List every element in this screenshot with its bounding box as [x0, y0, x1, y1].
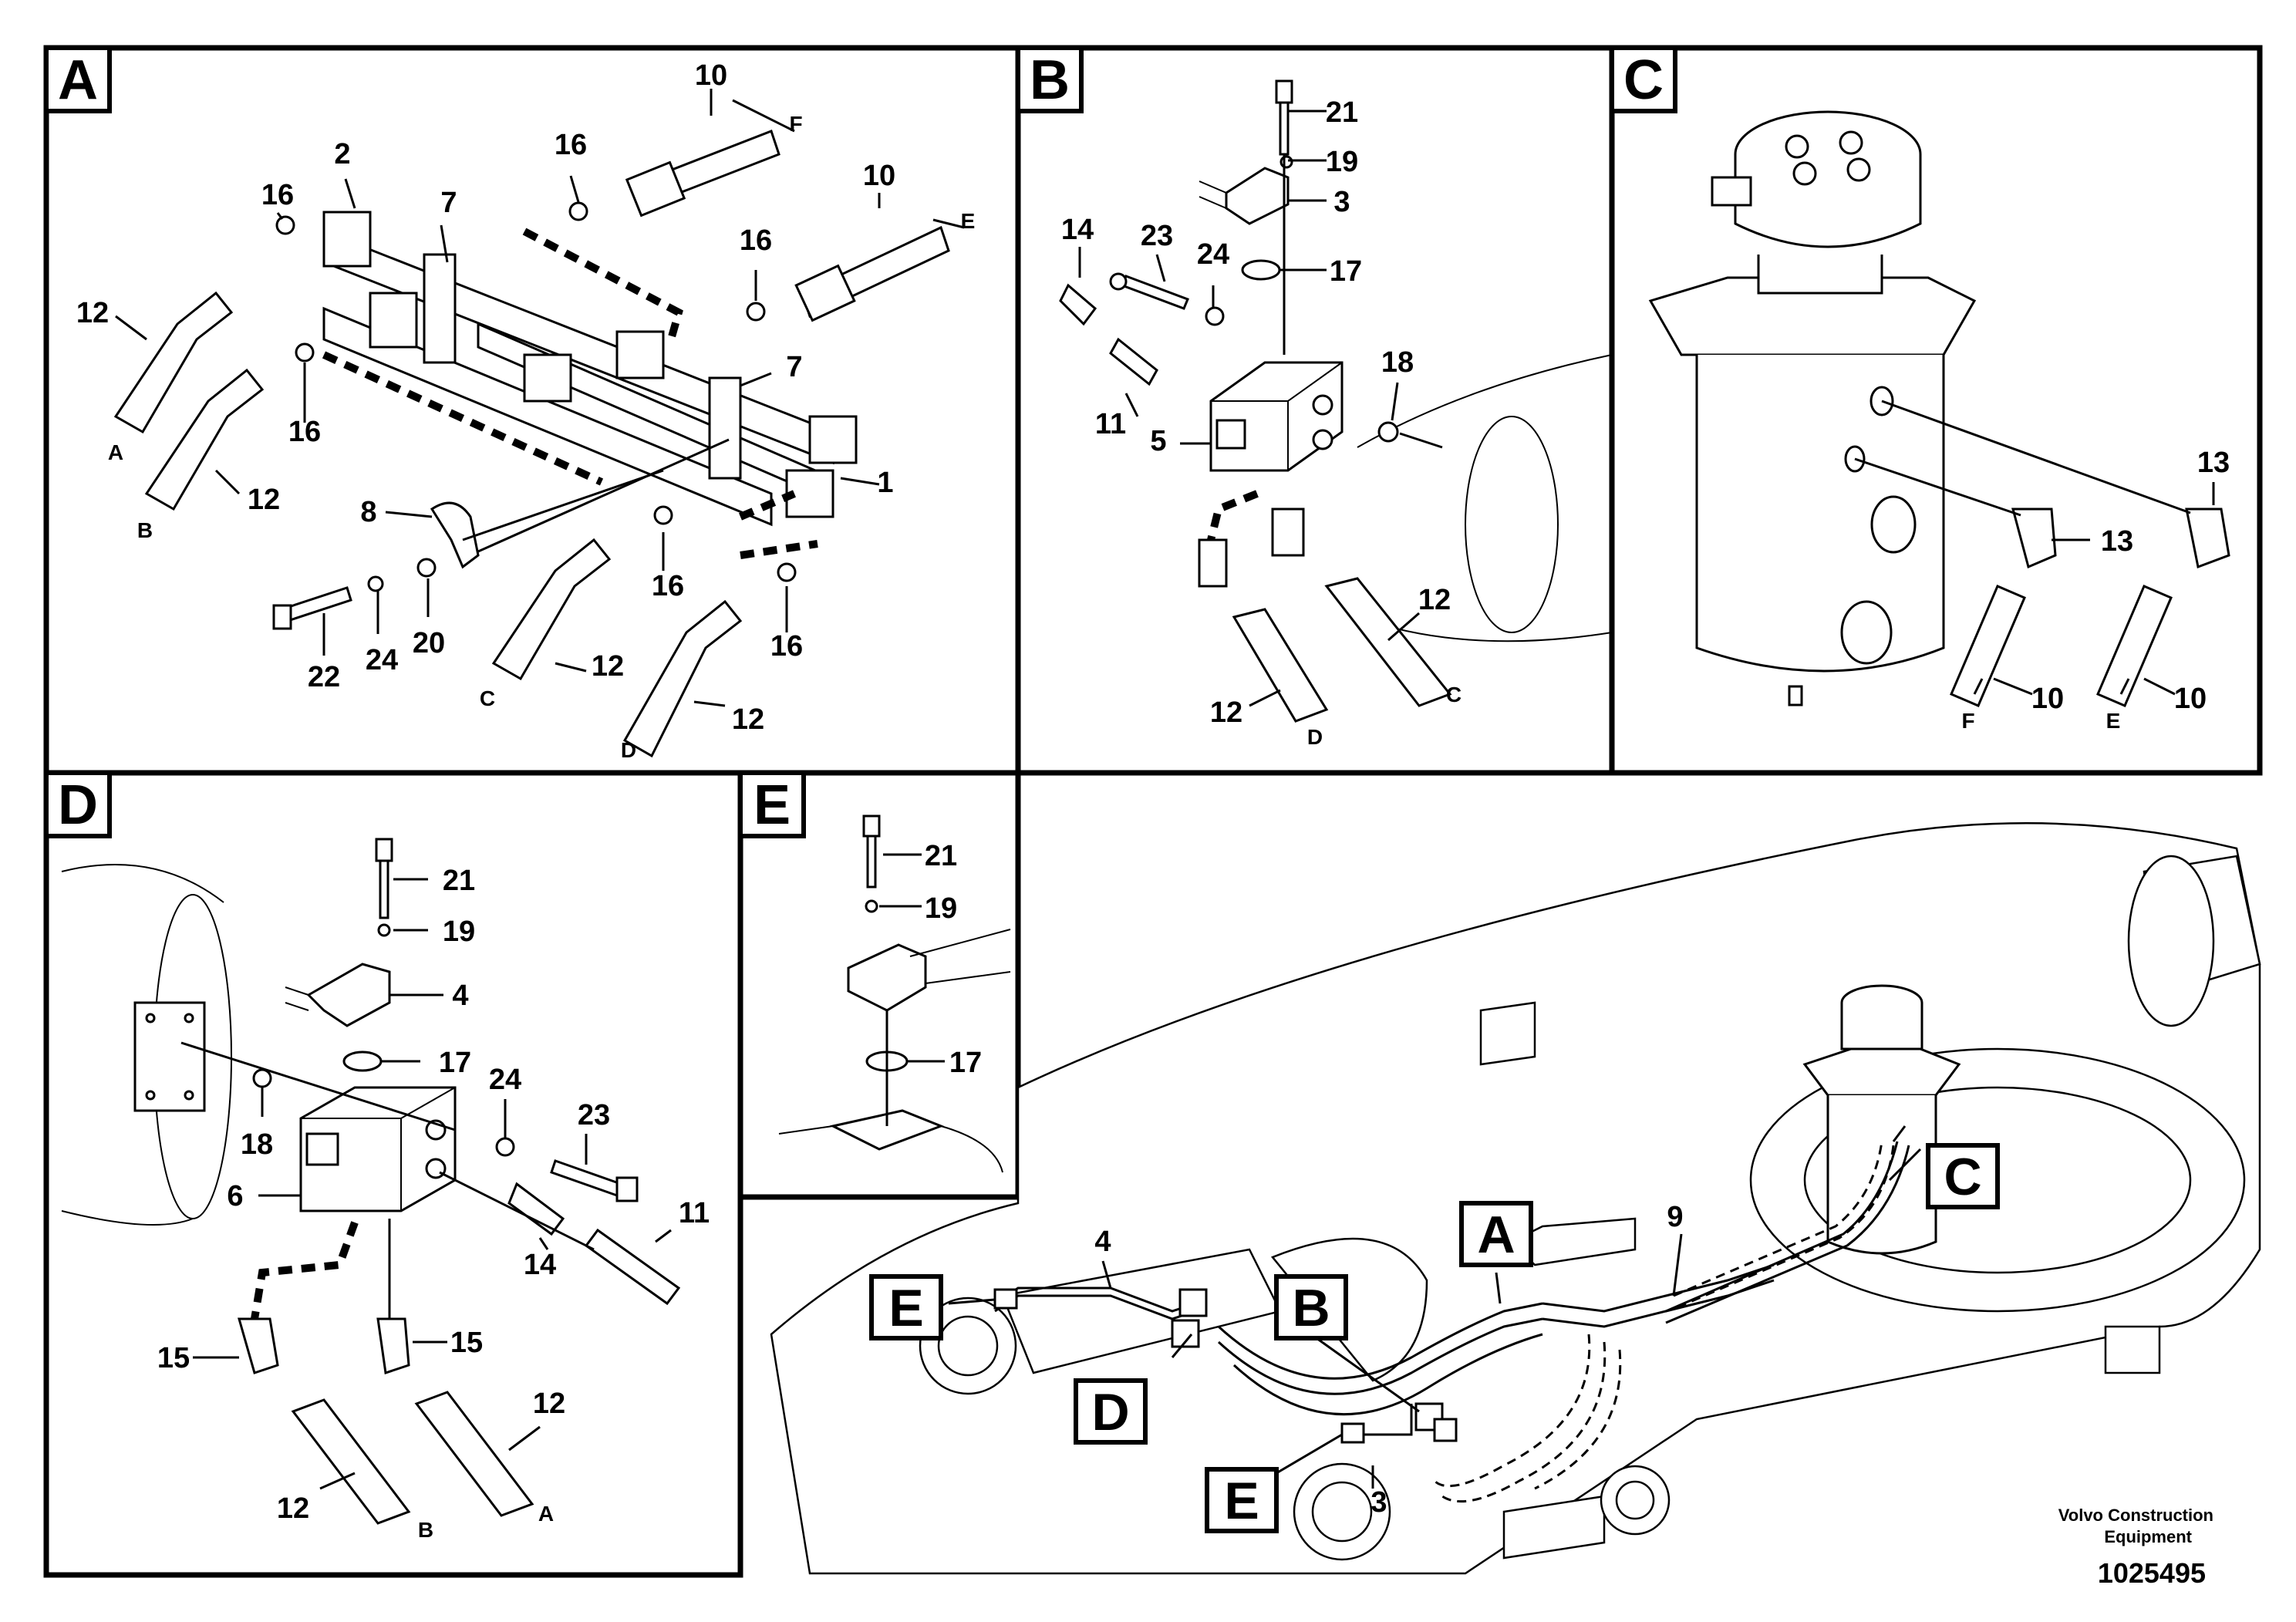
panel-b-label-5: 5 — [1150, 425, 1166, 457]
overview-label-3: 3 — [1371, 1486, 1387, 1519]
panel-c-letter-f: F — [1961, 709, 1974, 733]
panel-a-label-22: 22 — [308, 661, 340, 693]
panel-a-letter-d: D — [621, 738, 636, 762]
panel-b-label-12: 12 — [1210, 696, 1242, 729]
company-name-line2: Equipment — [2104, 1527, 2192, 1546]
panel-d-label-12: 12 — [533, 1388, 565, 1420]
panel-e-label-19: 19 — [925, 892, 957, 925]
panel-a-label-10-right: 10 — [863, 160, 895, 192]
panel-d-label-6: 6 — [227, 1180, 243, 1212]
callout-e-upper-label: E — [888, 1279, 923, 1337]
panel-a-label-7: 7 — [786, 351, 802, 383]
panel-a-letter-f: F — [789, 112, 802, 136]
panel-e-label-21: 21 — [925, 840, 957, 872]
overview-callout-a: A — [1459, 1201, 1533, 1267]
panel-b-label-3: 3 — [1333, 186, 1350, 218]
panel-b-label-12: 12 — [1418, 584, 1451, 616]
panel-a-art — [113, 89, 965, 758]
panel-a-letter-e: E — [961, 209, 976, 233]
callout-c-label: C — [1944, 1148, 1981, 1206]
panel-a-label-12: 12 — [592, 650, 624, 683]
panel-a-label-2: 2 — [334, 138, 350, 170]
panel-a-tag: A — [44, 46, 112, 113]
overview-callout-e-upper: E — [869, 1274, 943, 1340]
panel-d-label-14: 14 — [524, 1249, 556, 1281]
panel-a-label-16: 16 — [261, 179, 294, 211]
panel-a-label-10-top: 10 — [695, 59, 727, 92]
panel-a-label-12: 12 — [732, 703, 764, 736]
callout-b-label: B — [1292, 1279, 1330, 1337]
callout-a-label: A — [1477, 1206, 1515, 1264]
panel-d-label-12: 12 — [277, 1492, 309, 1525]
overview-label-9: 9 — [1667, 1201, 1683, 1233]
panel-b-letter-d: D — [1307, 725, 1323, 749]
panel-b-label: B — [1030, 49, 1070, 111]
panel-a-label-1: 1 — [877, 467, 893, 499]
overview-label-4: 4 — [1094, 1226, 1111, 1258]
panel-d-label-23: 23 — [578, 1099, 610, 1131]
callout-e-lower-label: E — [1224, 1472, 1259, 1530]
panel-e-label: E — [754, 774, 791, 836]
panel-a-label-16: 16 — [555, 129, 587, 161]
panel-a-label-16: 16 — [770, 630, 803, 663]
panel-a-label-16: 16 — [652, 570, 684, 602]
panel-b-label-24: 24 — [1197, 238, 1229, 271]
panel-a-label-7: 7 — [440, 187, 457, 219]
panel-a-label: A — [58, 49, 98, 111]
overview-callout-e-lower: E — [1205, 1467, 1279, 1533]
panel-a-label-24: 24 — [366, 644, 398, 676]
panel-c-label-13: 13 — [2101, 525, 2133, 558]
panel-c-label-10: 10 — [2174, 683, 2207, 715]
panel-a-label-8: 8 — [360, 496, 376, 528]
panel-d-letter-a: A — [538, 1502, 554, 1526]
panel-d-label-17: 17 — [439, 1047, 471, 1079]
callout-d-label: D — [1091, 1383, 1129, 1442]
panel-b-label-14: 14 — [1061, 214, 1094, 246]
panel-b-label-18: 18 — [1381, 346, 1414, 379]
overview-callout-b: B — [1274, 1274, 1348, 1340]
panel-b-label-17: 17 — [1330, 255, 1362, 288]
panel-a-label-20: 20 — [413, 627, 445, 659]
panel-b-tag: B — [1016, 46, 1084, 113]
panel-a-letter-b: B — [137, 518, 153, 542]
figure-number: 1025495 — [2098, 1557, 2206, 1589]
panel-a-letter-c: C — [480, 686, 495, 710]
panel-a-label-12: 12 — [76, 297, 109, 329]
company-name-line1: Volvo Construction — [2058, 1506, 2213, 1525]
panel-d-label-21: 21 — [443, 865, 475, 897]
overview-callout-d: D — [1074, 1378, 1148, 1445]
overview-callout-c: C — [1926, 1143, 2000, 1209]
panel-c-art — [1648, 110, 2230, 707]
panel-a-label-16: 16 — [740, 224, 772, 257]
panel-a-label-12: 12 — [248, 484, 280, 516]
panel-c-letter-e: E — [2106, 709, 2121, 733]
panel-e-label-17: 17 — [949, 1047, 982, 1079]
panel-d-label-19: 19 — [443, 916, 475, 948]
panel-d-tag: D — [44, 771, 112, 838]
panel-d-label: D — [58, 774, 98, 836]
panel-b-label-19: 19 — [1326, 146, 1358, 178]
panel-c-label-13: 13 — [2197, 447, 2230, 479]
panel-b-label-11: 11 — [1095, 408, 1126, 440]
panel-d-letter-b: B — [418, 1518, 433, 1542]
panel-a-letter-a: A — [108, 440, 123, 464]
panel-e-tag: E — [738, 771, 806, 838]
panel-d-label-15: 15 — [450, 1327, 483, 1359]
panel-d-label-18: 18 — [241, 1128, 273, 1161]
panel-d-label-11: 11 — [679, 1197, 710, 1229]
panel-b-label-23: 23 — [1141, 220, 1173, 252]
panel-d-label-24: 24 — [489, 1064, 521, 1096]
panel-c-label-10: 10 — [2031, 683, 2064, 715]
panel-a-label-16: 16 — [288, 416, 321, 448]
panel-e-art — [778, 814, 1011, 1173]
panel-c-label: C — [1623, 49, 1664, 111]
panel-d-label-15: 15 — [157, 1342, 190, 1374]
panel-b-label-21: 21 — [1326, 96, 1358, 129]
panel-b-art — [1059, 79, 1613, 723]
panel-c-tag: C — [1610, 46, 1677, 113]
panel-b-letter-c: C — [1446, 683, 1462, 706]
panel-d-art — [61, 838, 681, 1525]
panel-d-label-4: 4 — [452, 980, 468, 1012]
